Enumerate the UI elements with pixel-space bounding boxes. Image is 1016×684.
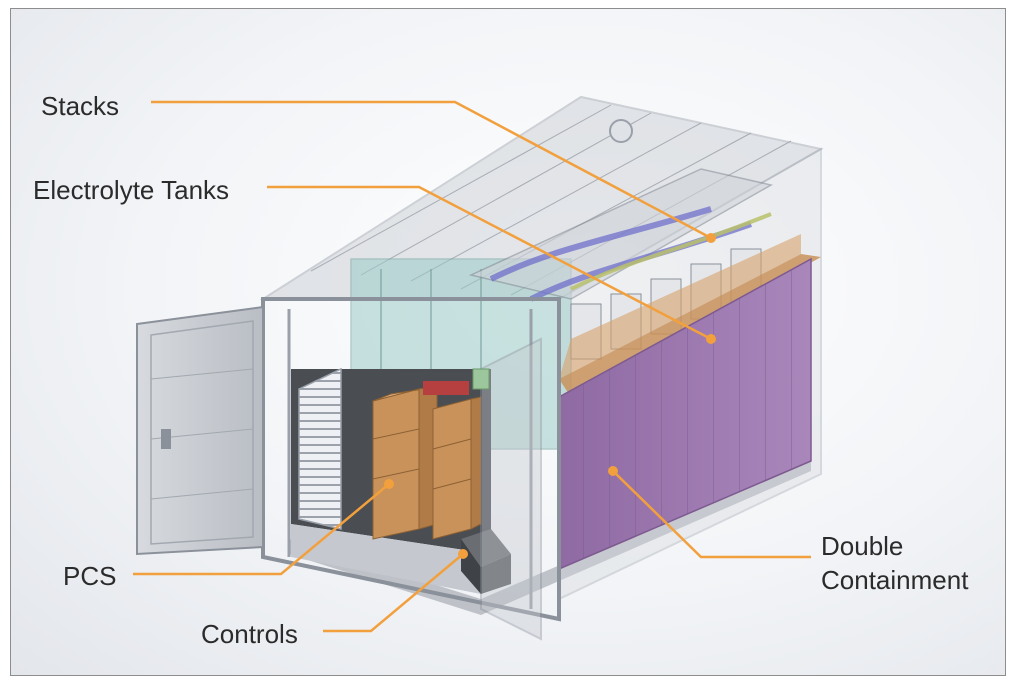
leader-controls [323, 553, 464, 633]
leader-pcs-dot [384, 479, 394, 489]
leader-controls-dot [458, 549, 468, 559]
label-electrolyte-tanks: Electrolyte Tanks [33, 175, 230, 205]
leader-double-containment-dot [608, 466, 618, 476]
leader-electrolyte-tanks [267, 185, 712, 341]
leader-electrolyte-tanks-dot [706, 334, 716, 344]
breaker-strip [423, 381, 469, 395]
callout-leaders [133, 100, 811, 633]
container-illustration [133, 95, 824, 641]
left-door [136, 305, 264, 556]
container-base [289, 457, 811, 615]
label-controls: Controls [201, 619, 298, 649]
right-door [472, 337, 542, 641]
diagram-frame: Stacks Electrolyte Tanks PCS Controls Do… [10, 8, 1006, 676]
label-stacks: Stacks [41, 91, 120, 121]
louver-panel [298, 367, 342, 530]
label-double-containment-line1: Double [821, 531, 904, 561]
label-pcs: PCS [63, 561, 117, 591]
leader-double-containment [612, 470, 811, 559]
pcs-units [372, 386, 482, 540]
roof-vent-icon [609, 119, 633, 143]
leader-stacks [151, 100, 712, 240]
label-double-containment-line2: Containment [821, 565, 969, 595]
leader-stacks-dot [706, 233, 716, 243]
leader-pcs [133, 483, 390, 576]
